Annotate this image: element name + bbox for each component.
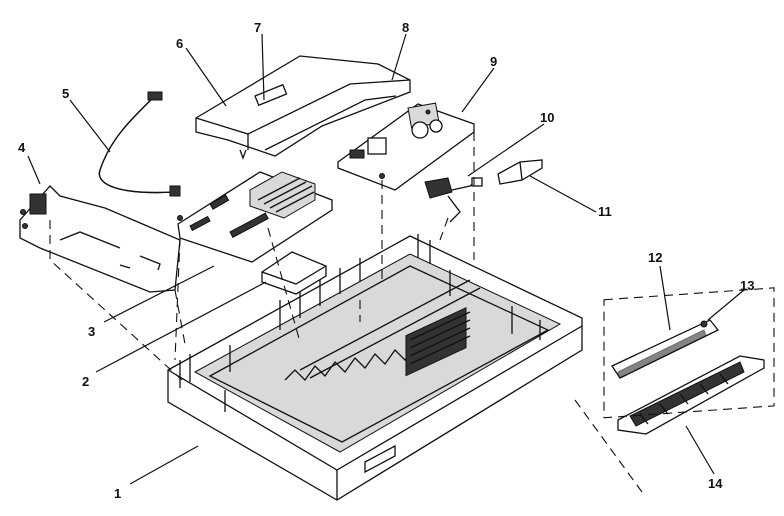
leader-lines <box>27 33 745 485</box>
callout-14: 14 <box>708 476 723 491</box>
callout-12: 12 <box>648 250 662 265</box>
part-11-plug <box>497 159 543 185</box>
callout-3: 3 <box>88 324 95 339</box>
part-9-power-board <box>337 102 475 191</box>
callout-9: 9 <box>490 54 497 69</box>
callout-11: 11 <box>598 204 612 219</box>
callout-13: 13 <box>740 278 754 293</box>
part-4-circuit-board <box>19 185 181 293</box>
part-6-shield-cover <box>195 55 411 160</box>
part-5-cable <box>98 91 181 197</box>
part-10-switch <box>424 177 483 223</box>
callout-1: 1 <box>114 486 121 501</box>
part-12-panel-lid <box>611 319 720 379</box>
callout-5: 5 <box>62 86 69 101</box>
callout-10: 10 <box>540 110 554 125</box>
part-13-latch <box>700 320 708 328</box>
part-1-lower-case <box>167 234 583 501</box>
callout-2: 2 <box>82 374 89 389</box>
part-3-main-board <box>177 171 333 263</box>
callout-4: 4 <box>18 140 26 155</box>
callout-7: 7 <box>254 20 261 35</box>
assembly-lines <box>49 132 775 493</box>
callout-labels: 1 2 3 4 5 6 7 8 9 10 11 12 13 14 <box>18 20 754 501</box>
callout-8: 8 <box>402 20 409 35</box>
callout-6: 6 <box>176 36 183 51</box>
